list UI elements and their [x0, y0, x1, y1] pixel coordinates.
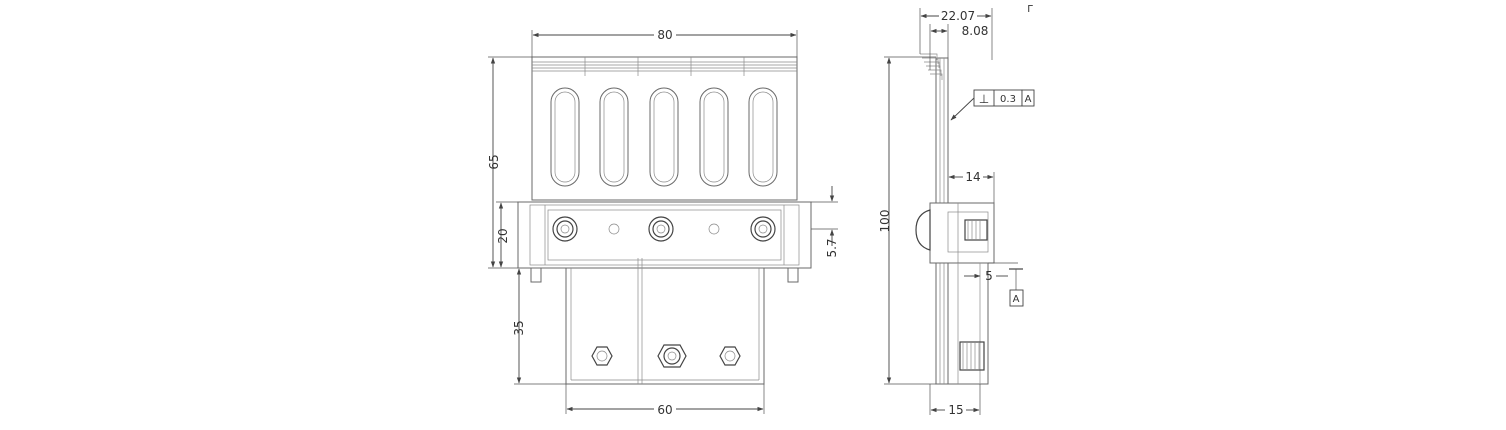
corner-mark: Γ: [1027, 4, 1033, 15]
tolerance-datum: A: [1025, 94, 1032, 105]
rib-ticks: [584, 57, 745, 76]
side-knob: [915, 209, 931, 251]
dim-20: 20: [496, 228, 510, 243]
datum-a: A: [1013, 294, 1020, 305]
dim-35: 35: [512, 320, 526, 335]
dim-100: 100: [878, 210, 892, 233]
bolt: [552, 216, 578, 242]
pin-hole: [708, 223, 720, 235]
dim-60: 60: [657, 403, 672, 417]
bolt: [750, 216, 776, 242]
slot: [599, 87, 629, 187]
tolerance-frame: ⊥ 0.3 A: [950, 89, 1035, 121]
dim-80: 80: [657, 28, 672, 42]
tolerance-value: 0.3: [1000, 94, 1016, 105]
front-view: 80 65 20 35 60 5.7: [487, 28, 839, 417]
dim-5: 5: [985, 269, 993, 283]
tab-nuts: [591, 344, 741, 368]
slot: [748, 87, 778, 187]
dim-14: 14: [965, 170, 980, 184]
dim-22-07: 22.07: [941, 9, 975, 23]
slot: [649, 87, 679, 187]
side-block: [929, 202, 995, 264]
perpendicularity-symbol: ⊥: [979, 92, 989, 106]
side-fins: [920, 53, 943, 80]
dim-15: 15: [948, 403, 963, 417]
dim-65: 65: [487, 154, 501, 169]
bolt: [648, 216, 674, 242]
flange-bolts: [552, 216, 776, 242]
slot: [699, 87, 729, 187]
side-view: 100 22.07 8.08 ⊥ 0.3 A 14 5: [878, 4, 1035, 417]
mount-flange: [517, 201, 812, 269]
cooling-slots: [550, 87, 778, 187]
pin-hole: [608, 223, 620, 235]
dim-8-08: 8.08: [962, 24, 989, 38]
dim-5-7: 5.7: [825, 238, 839, 257]
slot: [550, 87, 580, 187]
